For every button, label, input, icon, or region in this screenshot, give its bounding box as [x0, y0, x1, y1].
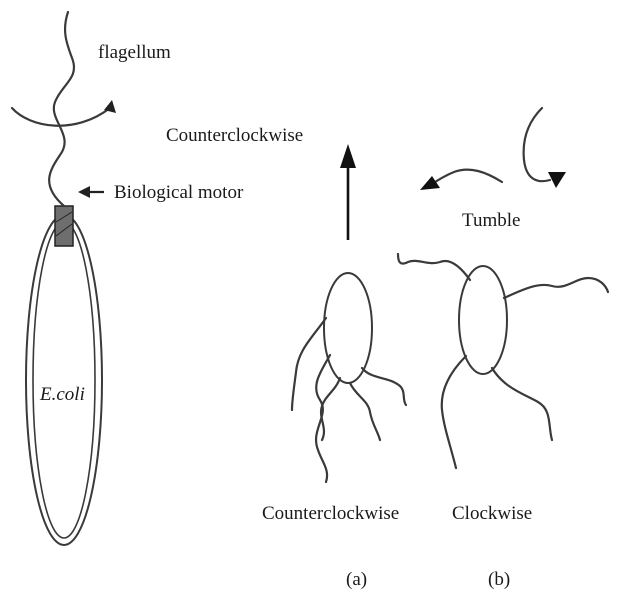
- panel-a-label: (a): [346, 569, 367, 590]
- tumble-arrowhead-left: [420, 176, 440, 190]
- panel-b-group: [398, 108, 608, 468]
- top-direction-label: Counterclockwise: [166, 125, 303, 146]
- biological-motor-label: Biological motor: [114, 182, 244, 203]
- panel-b-label: (b): [488, 569, 510, 590]
- ecoli-cell-inner-wall: [33, 222, 95, 538]
- panel-a-group: [292, 144, 406, 482]
- ecoli-cell-group: [12, 12, 116, 545]
- bacterium-body-b: [459, 266, 507, 374]
- tumble-arrow-right-curve: [524, 108, 550, 181]
- bundled-flagellum-a1: [316, 355, 330, 482]
- bottom-left-rotation-label: Counterclockwise: [262, 503, 399, 524]
- bundled-flagellum-a3: [350, 383, 380, 440]
- flagellum-label: flagellum: [98, 42, 171, 63]
- ecoli-label: E.coli: [39, 384, 85, 405]
- run-direction-arrowhead: [340, 144, 356, 168]
- motor-pointer-arrowhead: [78, 186, 90, 198]
- tumble-arrow-left-curve: [432, 170, 502, 184]
- bacterium-body-a: [324, 273, 372, 383]
- bottom-right-rotation-label: Clockwise: [452, 503, 532, 524]
- bundled-flagellum-a4: [362, 368, 406, 405]
- splayed-flagellum-b2: [504, 278, 608, 298]
- flagellum-rotation-arrow: [12, 108, 110, 126]
- splayed-flagellum-b3: [492, 368, 552, 440]
- splayed-flagellum-b1: [398, 254, 470, 280]
- ecoli-cell-outer-wall: [26, 215, 102, 545]
- splayed-flagellum-b4: [442, 356, 466, 468]
- tumble-label: Tumble: [462, 210, 520, 231]
- biological-motor-block: [55, 206, 73, 246]
- flagellum-strand: [49, 12, 74, 206]
- bundled-flagellum-a5: [292, 318, 326, 410]
